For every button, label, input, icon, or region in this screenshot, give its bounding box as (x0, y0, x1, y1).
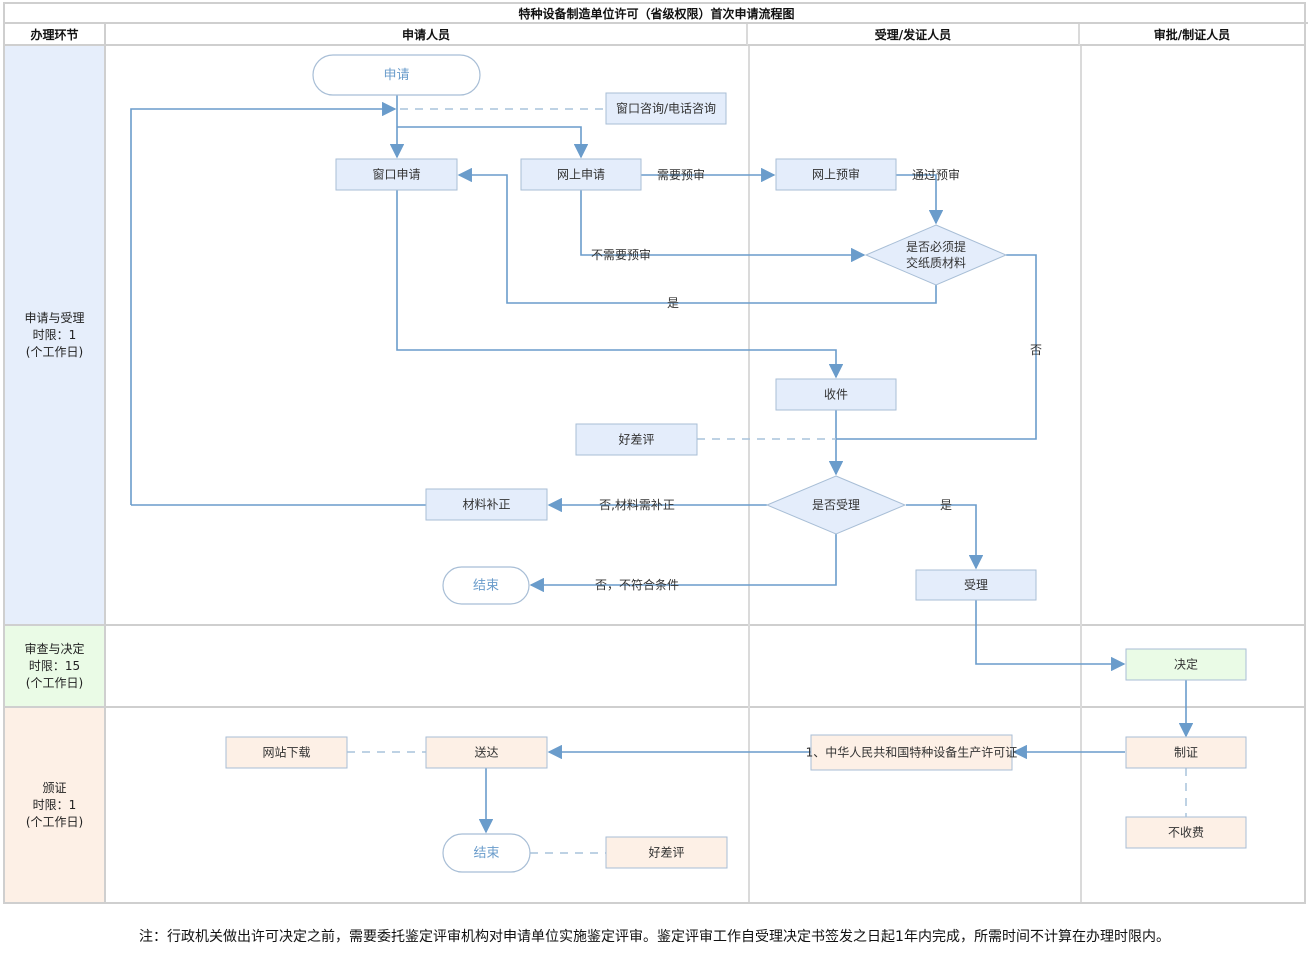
column-header-applicant: 申请人员 (106, 24, 748, 46)
arrow-paper-yes (457, 167, 937, 304)
make-cert-box: 制证 (1125, 736, 1247, 769)
accept-decision: 是否受理 (765, 475, 907, 535)
start-terminal-label: 申请 (383, 68, 409, 83)
rating-box-label: 好差评 (618, 433, 654, 447)
stage-divider (5, 624, 1304, 626)
window-apply-box-label: 窗口申请 (372, 168, 420, 182)
consult-box: 窗口咨询/电话咨询 (605, 92, 727, 125)
supplement-box: 材料补正 (425, 488, 548, 521)
online-apply-box-label: 网上申请 (557, 168, 605, 182)
label-accept-yes: 是 (940, 498, 952, 512)
start-terminal: 申请 (312, 54, 481, 96)
accept-box: 受理 (915, 569, 1037, 601)
accept-decision-label: 是否受理 (812, 498, 860, 512)
rating-box: 好差评 (575, 423, 698, 456)
decide-box-label: 决定 (1174, 657, 1198, 672)
online-apply-box: 网上申请 (520, 158, 642, 191)
receive-box-label: 收件 (824, 388, 848, 402)
arrow-accept-yes (906, 504, 984, 570)
stage-issue: 颁证 时限：1 (个工作日) (5, 708, 106, 902)
end-terminal: 结束 (442, 833, 531, 873)
arrow-paper-no (836, 254, 1037, 440)
consult-box-label: 窗口咨询/电话咨询 (616, 101, 716, 116)
label-paper-yes: 是 (667, 296, 679, 310)
no-fee-box: 不收费 (1125, 816, 1247, 849)
arrow-accept-to-decide (975, 600, 1126, 672)
decide-box: 决定 (1125, 648, 1247, 681)
stage-review: 审查与决定 时限：15 (个工作日) (5, 626, 106, 706)
label-reject-end: 否，不符合条件 (595, 577, 679, 592)
column-header-acceptor: 受理/发证人员 (748, 24, 1080, 46)
cert-name-box-label: 1、中华人民共和国特种设备生产许可证 (806, 745, 1018, 760)
flowchart-frame: 特种设备制造单位许可（省级权限）首次申请流程图 办理环节 申请人员 受理/发证人… (3, 2, 1308, 904)
online-precheck-box-label: 网上预审 (812, 167, 860, 182)
receive-box: 收件 (775, 378, 897, 411)
deliver-box-label: 送达 (474, 745, 498, 760)
arrow-window-to-receive (396, 190, 844, 379)
download-box-label: 网站下载 (262, 746, 310, 760)
rating-box-label: 好差评 (648, 846, 684, 860)
end-terminal-label: 结束 (473, 846, 499, 861)
stage-apply: 申请与受理 时限：1 (个工作日) (5, 46, 106, 624)
diagram-title: 特种设备制造单位许可（省级权限）首次申请流程图 (5, 4, 1308, 24)
end-terminal-label: 结束 (473, 578, 499, 593)
arrow-reject-end (529, 534, 837, 593)
column-header-stage: 办理环节 (5, 24, 106, 46)
paper-required-decision: 是否必须提交纸质材料 (864, 224, 1008, 286)
label-no-precheck: 不需要预审 (591, 247, 651, 262)
accept-box-label: 受理 (964, 578, 988, 592)
rating-box: 好差评 (605, 836, 728, 869)
cert-name-box: 1、中华人民共和国特种设备生产许可证 (806, 734, 1018, 771)
arrow-no-precheck (580, 190, 866, 263)
arrow-pass-precheck (896, 174, 944, 225)
download-box: 网站下载 (225, 736, 348, 769)
online-precheck-box: 网上预审 (775, 158, 897, 191)
deliver-box: 送达 (425, 736, 548, 769)
arrow-supplement-loop (130, 101, 397, 505)
window-apply-box: 窗口申请 (335, 158, 458, 191)
no-fee-box-label: 不收费 (1168, 826, 1204, 840)
arrow-start-to-online (397, 126, 589, 159)
footnote: 注：行政机关做出许可决定之前，需要委托鉴定评审机构对申请单位实施鉴定评审。鉴定评… (139, 929, 1170, 945)
label-need-precheck: 需要预审 (657, 167, 705, 182)
stage-divider (5, 706, 1304, 708)
lane-divider (748, 46, 750, 902)
lane-divider (1080, 46, 1082, 902)
paper-required-decision-label: 是否必须提交纸质材料 (906, 239, 966, 270)
label-reject-supplement: 否,材料需补正 (599, 498, 675, 512)
supplement-box-label: 材料补正 (462, 498, 510, 512)
column-header-approver: 审批/制证人员 (1080, 24, 1304, 46)
end-terminal: 结束 (442, 566, 530, 605)
label-paper-no: 否 (1030, 343, 1042, 357)
label-pass-precheck: 通过预审 (912, 167, 960, 182)
make-cert-box-label: 制证 (1174, 746, 1198, 760)
